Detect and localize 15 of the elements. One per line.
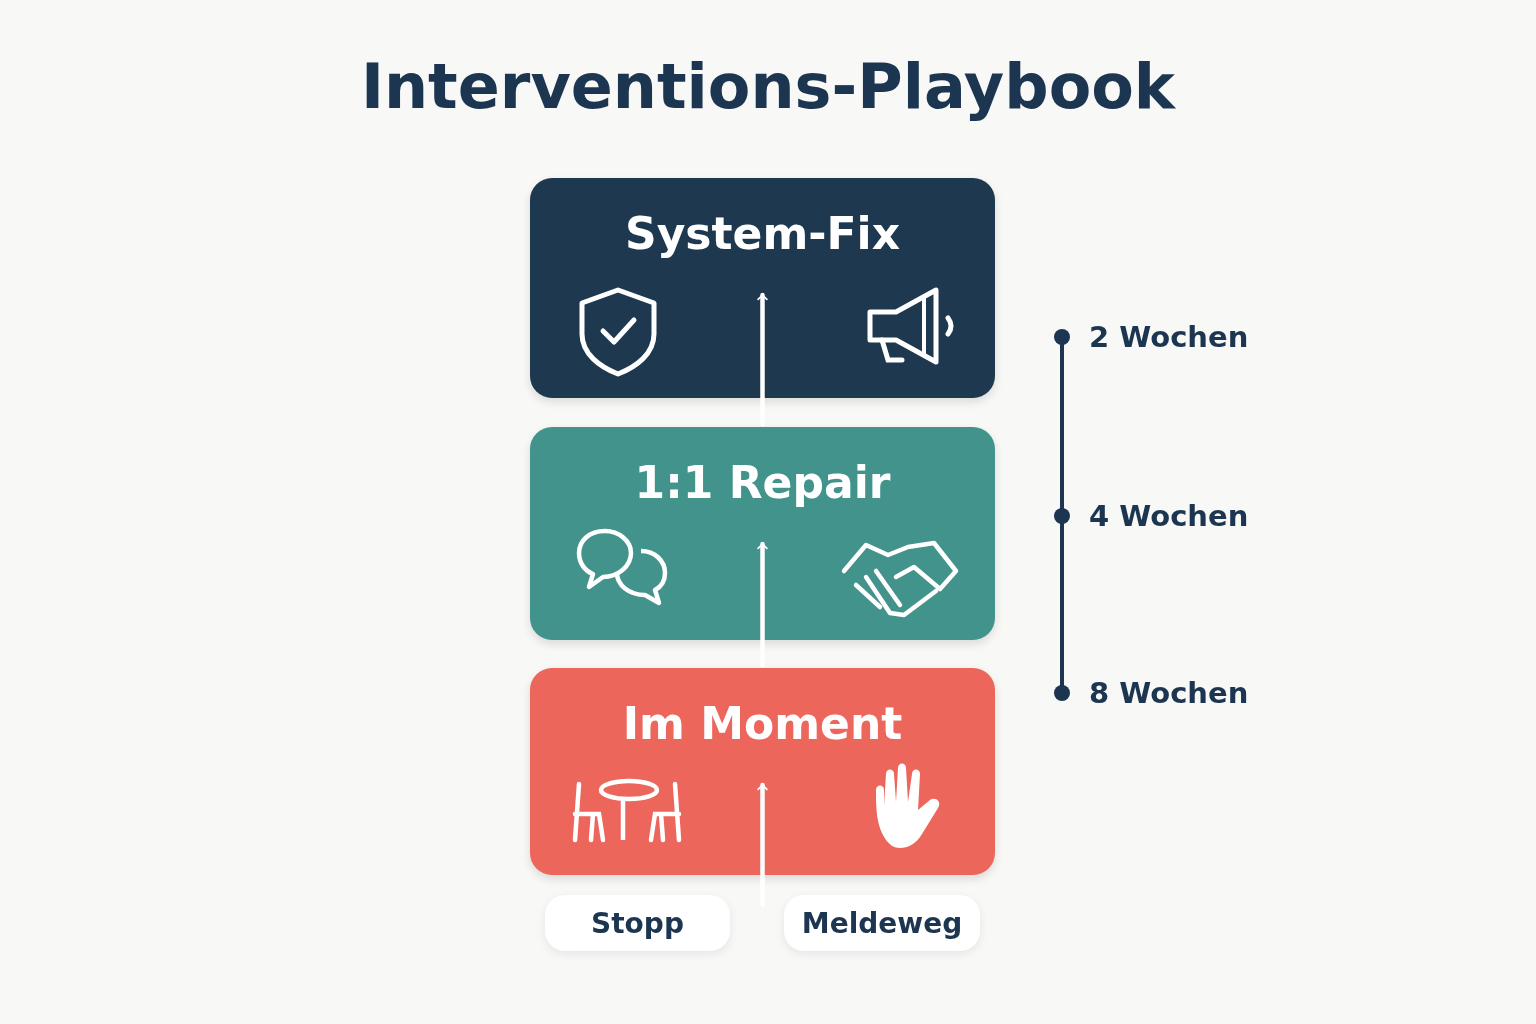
tag-label: Stopp xyxy=(591,906,684,940)
tag-label: Meldeweg xyxy=(801,906,963,940)
level-heading: 1:1 Repair xyxy=(634,456,891,510)
level-heading: Im Moment xyxy=(622,697,903,751)
arrow xyxy=(757,541,768,668)
level-card xyxy=(530,668,995,875)
level-card xyxy=(530,178,995,398)
level-card xyxy=(530,427,995,640)
title: Interventions-Playbook xyxy=(360,50,1176,123)
timeline-label: 4 Wochen xyxy=(1089,498,1249,534)
timeline-label: 2 Wochen xyxy=(1089,319,1249,355)
arrow xyxy=(757,782,768,908)
arrow xyxy=(757,292,768,427)
level-heading: System-Fix xyxy=(624,207,901,261)
timeline-label: 8 Wochen xyxy=(1089,675,1249,711)
